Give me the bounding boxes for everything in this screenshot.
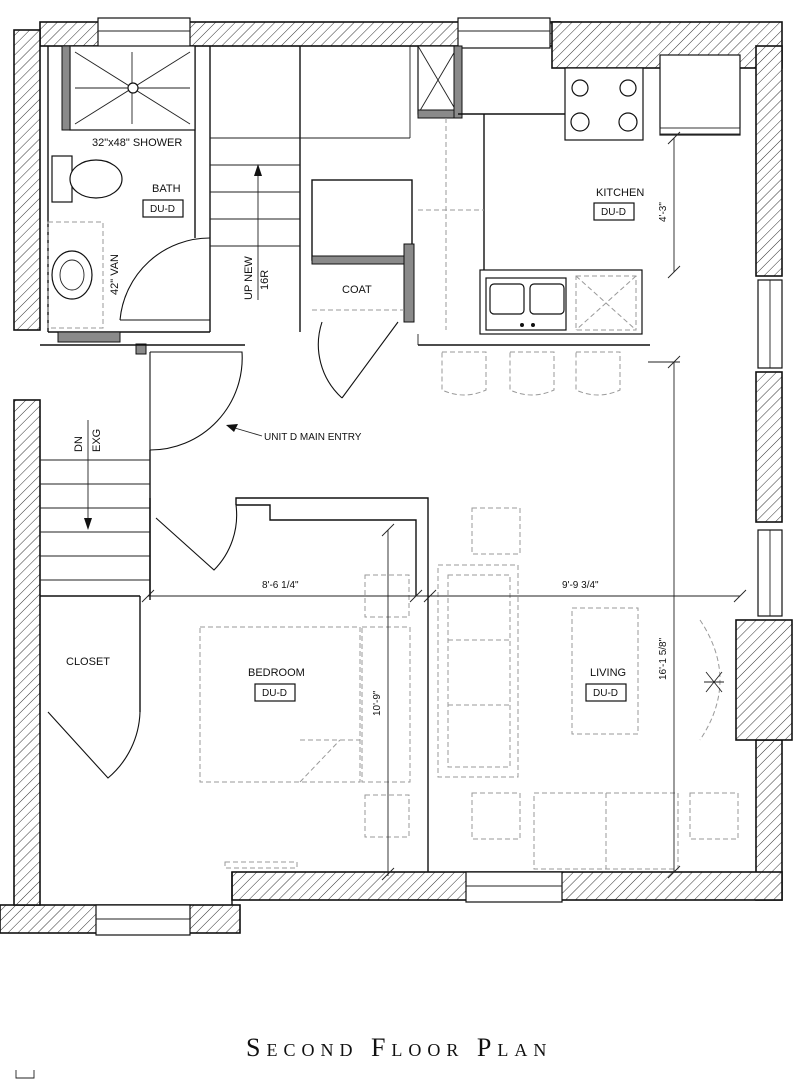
plan-title: Second Floor Plan xyxy=(246,1033,552,1062)
coffee-table xyxy=(571,607,639,735)
closet-label: CLOSET xyxy=(66,656,110,668)
bath-tag: DU-D xyxy=(150,204,175,215)
dimensions: 4'-3" 8'-6 1/4" 9'-9 3/4" 10'-9" 16'-1 5… xyxy=(141,131,747,881)
entry-note: UNIT D MAIN ENTRY xyxy=(264,432,362,443)
shower-label: 32"x48" SHOWER xyxy=(92,137,182,149)
stair-down-label-1: DN xyxy=(73,436,85,452)
bedroom-door xyxy=(155,504,238,571)
vanity-label: 42" VAN xyxy=(109,254,121,295)
kitchen: KITCHEN DU-D xyxy=(417,45,741,396)
dim-living-depth: 16'-1 5/8" xyxy=(658,637,669,680)
kitchen-label: KITCHEN xyxy=(596,187,644,199)
living: LIVING DU-D xyxy=(437,507,739,870)
stair-up: UP NEW 16R xyxy=(209,46,411,332)
windows xyxy=(95,17,783,936)
bedroom-label: BEDROOM xyxy=(248,667,305,679)
fireplace-hearth xyxy=(699,619,721,741)
closet-door xyxy=(47,711,141,779)
sofa xyxy=(437,564,519,778)
stair-down-label-2: EXG xyxy=(91,429,103,452)
coat-label: COAT xyxy=(342,284,372,296)
stair-up-label-2: 16R xyxy=(259,270,271,290)
bed xyxy=(199,626,361,783)
dim-bedroom-depth: 10'-9" xyxy=(372,690,383,716)
coat-closet: COAT xyxy=(311,179,415,399)
dim-bedroom-width: 8'-6 1/4" xyxy=(262,580,299,591)
refrigerator xyxy=(659,54,741,136)
kitchen-tag: DU-D xyxy=(601,207,626,218)
exterior-walls xyxy=(0,21,793,934)
bathroom: 32"x48" SHOWER BATH DU-D 42" VAN xyxy=(47,45,211,355)
vanity xyxy=(47,221,104,329)
dim-living-width: 9'-9 3/4" xyxy=(562,580,599,591)
bedroom-tag: DU-D xyxy=(262,688,287,699)
bedroom: BEDROOM DU-D xyxy=(149,497,429,905)
living-label: LIVING xyxy=(590,667,626,679)
toilet xyxy=(51,155,123,203)
entry-door xyxy=(149,351,243,451)
closet: CLOSET xyxy=(40,595,141,779)
stair-up-label-1: UP NEW xyxy=(243,256,255,300)
bath-door xyxy=(119,237,211,321)
living-tag: DU-D xyxy=(593,688,618,699)
bath-label: BATH xyxy=(152,183,181,195)
coat-door xyxy=(317,321,343,399)
dim-kitchen-depth: 4'-3" xyxy=(658,202,669,222)
stair-down: DN EXG UNIT D MAIN ENTRY xyxy=(40,344,362,600)
